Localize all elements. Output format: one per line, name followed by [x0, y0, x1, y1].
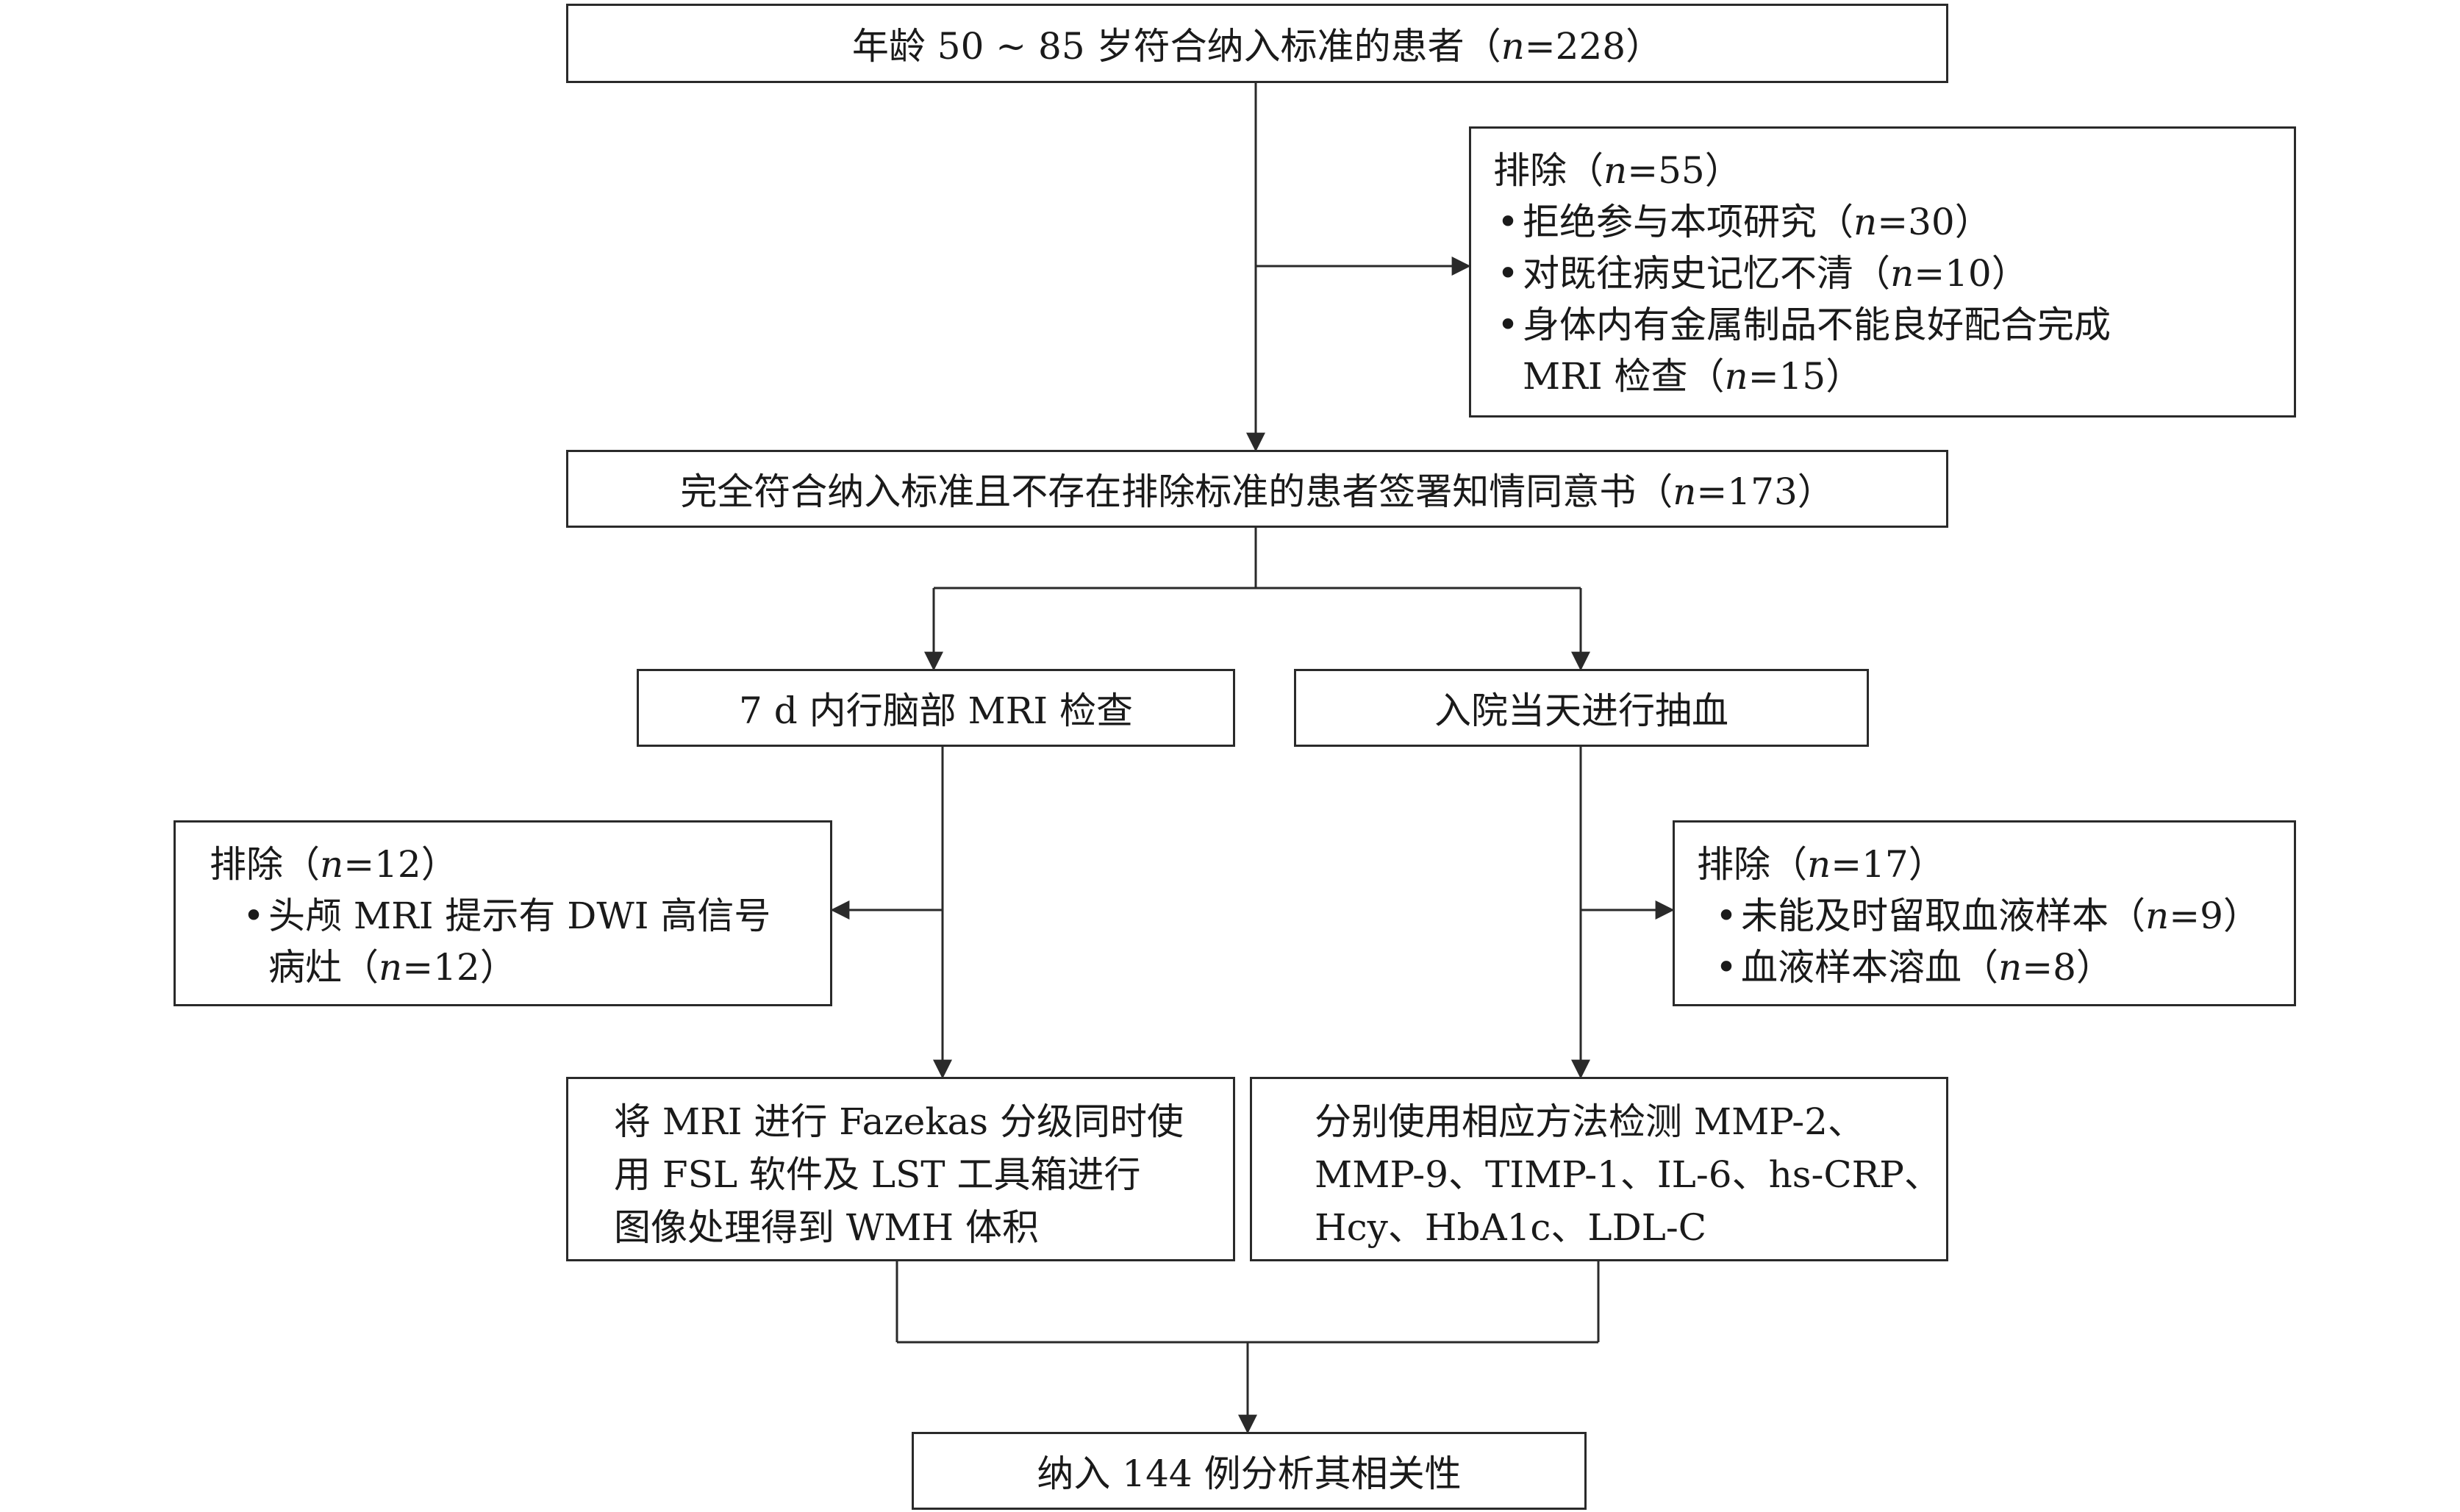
blood-processing-line-3: Hcy、HbA1c、LDL-C [1315, 1206, 1707, 1249]
exclusion-reason-hemolysis: • 血液样本溶血（n=8） [1697, 942, 2272, 993]
eligible-text: 年龄 50 ~ 85 岁符合纳入标准的患者（n=228） [851, 25, 1663, 68]
box-exclusion-initial: 排除（n=55） • 拒绝参与本项研究（n=30） • 对既往病史记忆不清（n=… [1469, 126, 2296, 418]
box-exclusion-mri: 排除（n=12） • 头颅 MRI 提示有 DWI 高信号 病灶（n=12） [174, 820, 832, 1006]
box-eligible-patients: 年龄 50 ~ 85 岁符合纳入标准的患者（n=228） [566, 4, 1948, 83]
box-exclusion-blood: 排除（n=17） • 未能及时留取血液样本（n=9） • 血液样本溶血（n=8） [1673, 820, 2296, 1006]
consent-text: 完全符合纳入标准且不存在排除标准的患者签署知情同意书（n=173） [680, 470, 1834, 513]
bullet-icon: • [1715, 946, 1737, 989]
exclusion-reason-dwi: • 头颅 MRI 提示有 DWI 高信号 [210, 890, 808, 942]
mri-processing-line-2: 用 FSL 软件及 LST 工具箱进行 [614, 1153, 1141, 1196]
bullet-icon: • [1497, 201, 1519, 243]
bullet-icon: • [243, 895, 265, 937]
exclusion-reason-dwi-continuation: 病灶（n=12） [268, 946, 517, 989]
bullet-icon: • [1497, 252, 1519, 295]
box-blood-draw: 入院当天进行抽血 [1294, 669, 1869, 747]
box-blood-processing: 分别使用相应方法检测 MMP-2、 MMP-9、TIMP-1、IL-6、hs-C… [1250, 1077, 1948, 1261]
box-mri-exam: 7 d 内行脑部 MRI 检查 [637, 669, 1235, 747]
exclusion-reason-memory: • 对既往病史记忆不清（n=10） [1493, 248, 2272, 299]
blood-processing-line-2: MMP-9、TIMP-1、IL-6、hs-CRP、 [1315, 1153, 1941, 1196]
mri-exam-label: 7 d 内行脑部 MRI 检查 [739, 689, 1133, 732]
exclusion-blood-title: 排除（n=17） [1697, 843, 1945, 886]
box-mri-processing: 将 MRI 进行 Fazekas 分级同时使 用 FSL 软件及 LST 工具箱… [566, 1077, 1235, 1261]
exclusion-reason-no-sample: • 未能及时留取血液样本（n=9） [1697, 890, 2272, 942]
exclusion-reason-metal-continuation: MRI 检查（n=15） [1523, 355, 1863, 398]
blood-processing-line-1: 分别使用相应方法检测 MMP-2、 [1315, 1100, 1864, 1143]
bullet-icon: • [1715, 895, 1737, 937]
exclusion-initial-title: 排除（n=55） [1493, 149, 1742, 192]
box-final-inclusion: 纳入 144 例分析其相关性 [912, 1432, 1587, 1510]
exclusion-reason-metal: • 身体内有金属制品不能良好配合完成 [1493, 299, 2272, 351]
bullet-icon: • [1497, 304, 1519, 346]
exclusion-reason-refused: • 拒绝参与本项研究（n=30） [1493, 196, 2272, 248]
box-informed-consent: 完全符合纳入标准且不存在排除标准的患者签署知情同意书（n=173） [566, 450, 1948, 528]
blood-draw-label: 入院当天进行抽血 [1434, 689, 1728, 732]
exclusion-mri-title: 排除（n=12） [210, 843, 458, 886]
mri-processing-line-3: 图像处理得到 WMH 体积 [614, 1206, 1039, 1249]
final-label: 纳入 144 例分析其相关性 [1037, 1452, 1462, 1495]
mri-processing-line-1: 将 MRI 进行 Fazekas 分级同时使 [614, 1100, 1184, 1143]
